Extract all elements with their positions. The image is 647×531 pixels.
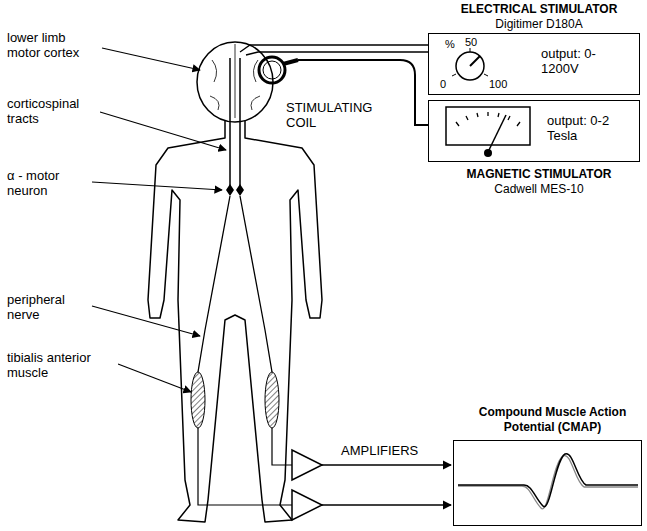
meter-needle	[488, 115, 506, 152]
coil-label: STIMULATING COIL	[285, 100, 387, 130]
peripheral-nerve	[198, 196, 272, 372]
stimulator-wire	[240, 45, 428, 55]
coil-handle	[283, 60, 298, 64]
corticospinal-tract	[230, 58, 240, 188]
stimulator-dial	[456, 52, 484, 80]
cmap-trace	[458, 454, 638, 507]
output-range: output: 0-2 Tesla	[547, 113, 633, 143]
anatomy-label: lower limb motor cortex	[6, 30, 100, 60]
anatomy-label: peripheral nerve	[6, 292, 90, 322]
dial-value: 50	[465, 36, 477, 49]
dial-pointer	[470, 56, 480, 66]
motor-neuron	[226, 184, 244, 196]
tibialis-muscle	[265, 372, 279, 428]
amplifier-label: AMPLIFIERS	[340, 443, 419, 458]
dial-value: 0	[440, 78, 446, 91]
output-range: output: 0-1200V	[541, 46, 631, 76]
head	[197, 42, 273, 122]
coil-inner	[263, 61, 281, 79]
anatomy-label: tibialis anterior muscle	[6, 350, 118, 380]
dial-unit: %	[445, 38, 455, 51]
device-model: Cadwell MES-10	[433, 182, 645, 197]
meter-face	[446, 107, 530, 145]
dial-value: 100	[489, 78, 507, 91]
device-model: Digitimer D180A	[433, 17, 645, 32]
anatomy-label: α - motor neuron	[6, 168, 90, 198]
brain-sulci	[210, 44, 260, 118]
amplifier-output	[322, 464, 451, 465]
dial-ticks	[452, 48, 488, 76]
meter-pivot	[484, 149, 492, 157]
cmap-display: Compound Muscle Action Potential (CMAP)	[453, 440, 642, 526]
display-title: Compound Muscle Action Potential (CMAP)	[458, 405, 647, 435]
amplifier-output	[322, 504, 451, 505]
device-title: ELECTRICAL STIMULATOR	[433, 2, 645, 17]
stimulator-box: ELECTRICAL STIMULATORDigitimer D180A%500…	[428, 33, 640, 95]
anatomy-label: corticospinal tracts	[6, 96, 100, 126]
tibialis-muscle	[191, 372, 205, 428]
leader-arrows	[92, 48, 226, 392]
stimulator-box: output: 0-2 TeslaMAGNETIC STIMULATORCadw…	[428, 100, 640, 162]
stimulating-coil	[259, 57, 285, 83]
body-outline	[148, 120, 322, 522]
device-title: MAGNETIC STIMULATOR	[433, 167, 645, 182]
electrode-wire	[198, 428, 292, 505]
amplifier-symbol	[292, 450, 322, 520]
meter-scale	[456, 112, 520, 126]
